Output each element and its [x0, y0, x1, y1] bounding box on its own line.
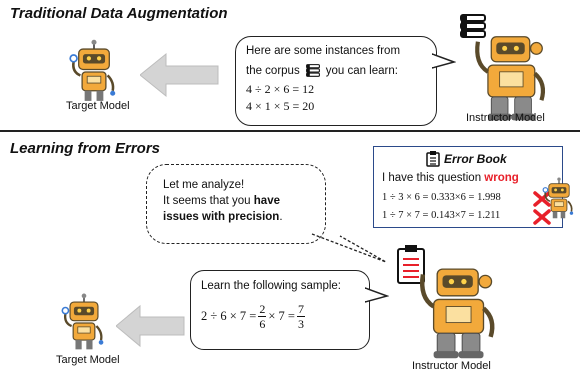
instructor-model-label-2: Instructor Model: [412, 360, 491, 372]
left-arrow-icon-2: [116, 304, 185, 348]
sample-mid: × 7 =: [268, 309, 295, 323]
left-arrow-icon: [140, 52, 219, 98]
bubble-line-2b: you can learn:: [325, 65, 398, 77]
bubble-tail: [432, 53, 456, 69]
error-equation-1: 1 ÷ 3 × 6 = 0.333×6 = 1.998: [382, 192, 501, 203]
target-robot-icon-2: [58, 292, 110, 354]
equation-1: 4 ÷ 2 × 6 = 12: [246, 82, 315, 96]
think-bold-1: have: [253, 195, 280, 207]
thought-tail: [311, 233, 387, 263]
instructor-robot-icon: [458, 30, 558, 122]
learn-bubble: Learn the following sample: 2 ÷ 6 × 7 = …: [190, 270, 370, 350]
thought-bubble: Let me analyze! It seems that you have i…: [146, 164, 326, 244]
wrong-x-icon-1: [533, 191, 551, 207]
instructor-robot-icon-2: [400, 262, 510, 360]
section-divider: [0, 130, 580, 132]
error-book-title: Error Book: [444, 152, 507, 166]
instructor-model-label: Instructor Model: [466, 112, 545, 124]
error-word: wrong: [484, 172, 519, 184]
corpus-books-icon: [304, 63, 322, 79]
learn-text: Learn the following sample:: [201, 280, 341, 292]
top-section-title: Traditional Data Augmentation: [10, 5, 228, 22]
instructor-speech-bubble: Here are some instances from the corpus …: [235, 36, 437, 126]
error-text: I have this question: [382, 172, 482, 184]
sample-lhs: 2 ÷ 6 × 7 =: [201, 309, 257, 323]
learn-bubble-tail: [365, 287, 389, 303]
target-model-label-2: Target Model: [56, 354, 120, 366]
error-equation-2: 1 ÷ 7 × 7 = 0.143×7 = 1.211: [382, 210, 501, 221]
bubble-line-2a: the corpus: [246, 65, 300, 77]
target-robot-icon: [68, 38, 120, 106]
think-bold-2: issues with precision: [163, 211, 280, 223]
bubble-line-1: Here are some instances from: [246, 45, 401, 57]
think-line-2: It seems that you: [163, 195, 251, 207]
error-book-panel: Error Book I have this question wrong 1 …: [373, 146, 563, 228]
clipboard-icon: [426, 151, 440, 167]
think-line-1: Let me analyze!: [163, 179, 245, 191]
bottom-section-title: Learning from Errors: [10, 140, 161, 157]
wrong-x-icon-2: [533, 209, 551, 225]
target-model-label: Target Model: [66, 100, 130, 112]
think-end: .: [279, 211, 283, 223]
peeking-robot-icon: [542, 176, 576, 222]
equation-2: 4 × 1 × 5 = 20: [246, 99, 315, 113]
error-clipboard-icon: [397, 245, 425, 284]
